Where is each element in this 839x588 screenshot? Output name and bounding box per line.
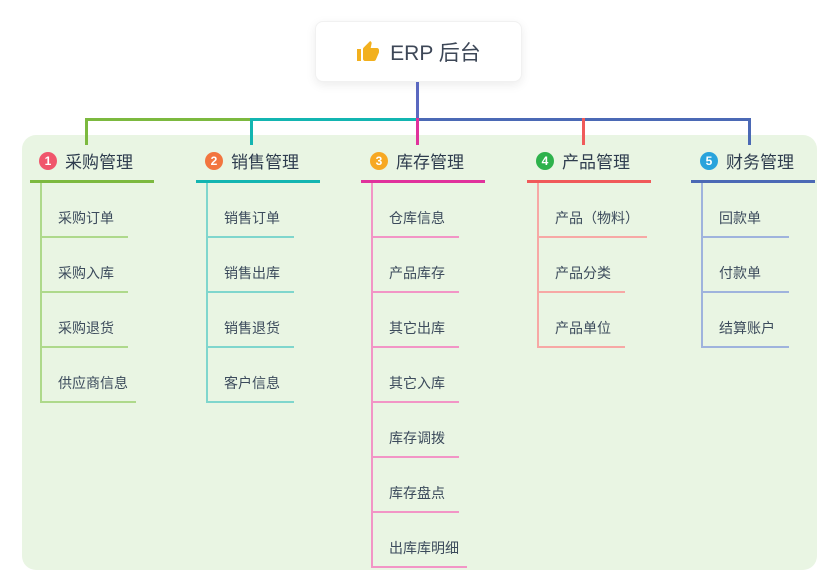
- branch-children: 采购订单 采购入库 采购退货 供应商信息: [30, 183, 154, 403]
- branch-number-badge: 1: [39, 151, 57, 170]
- node-item[interactable]: 库存盘点: [361, 458, 485, 513]
- node-item[interactable]: 销售出库: [196, 238, 320, 293]
- branch-trunk-line: [40, 183, 42, 403]
- branch-trunk-line: [206, 183, 208, 403]
- branch-header-inventory[interactable]: 3 库存管理: [361, 148, 485, 180]
- node-item[interactable]: 产品库存: [361, 238, 485, 293]
- branch-underline: [527, 180, 651, 183]
- branch-label: 财务管理: [726, 153, 794, 172]
- branch-label: 销售管理: [231, 153, 299, 172]
- root-connector-line: [416, 82, 419, 120]
- node-item[interactable]: 产品单位: [527, 293, 651, 348]
- branch-children: 仓库信息 产品库存 其它出库 其它入库 库存调拨 库存盘点 出库库明细: [361, 183, 485, 568]
- node-item[interactable]: 结算账户: [691, 293, 815, 348]
- branch-label: 库存管理: [396, 153, 464, 172]
- node-item[interactable]: 产品（物料）: [527, 183, 651, 238]
- node-item[interactable]: 其它出库: [361, 293, 485, 348]
- branch-number-badge: 2: [205, 151, 223, 170]
- node-item[interactable]: 回款单: [691, 183, 815, 238]
- node-item[interactable]: 采购订单: [30, 183, 154, 238]
- branch-header-purchase[interactable]: 1 采购管理: [30, 148, 154, 180]
- branch-drop-1: [85, 118, 88, 145]
- branch-product: 4 产品管理 产品（物料） 产品分类 产品单位: [527, 148, 651, 348]
- branch-finance: 5 财务管理 回款单 付款单 结算账户: [691, 148, 815, 348]
- branch-purchase: 1 采购管理 采购订单 采购入库 采购退货 供应商信息: [30, 148, 154, 403]
- branch-children: 产品（物料） 产品分类 产品单位: [527, 183, 651, 348]
- branch-header-sales[interactable]: 2 销售管理: [196, 148, 320, 180]
- node-item[interactable]: 供应商信息: [30, 348, 154, 403]
- node-item[interactable]: 采购入库: [30, 238, 154, 293]
- branch-drop-3: [416, 118, 419, 145]
- branch-underline: [30, 180, 154, 183]
- branch-header-product[interactable]: 4 产品管理: [527, 148, 651, 180]
- branch-number-badge: 4: [536, 151, 554, 170]
- node-item[interactable]: 付款单: [691, 238, 815, 293]
- branch-trunk-line: [537, 183, 539, 348]
- branch-drop-2: [250, 118, 253, 145]
- branch-trunk-line: [371, 183, 373, 568]
- branch-number-badge: 5: [700, 151, 718, 170]
- node-item[interactable]: 其它入库: [361, 348, 485, 403]
- branch-underline: [196, 180, 320, 183]
- branch-label: 产品管理: [562, 153, 630, 172]
- branch-trunk-line: [701, 183, 703, 348]
- bus-segment-2: [250, 118, 418, 121]
- node-item[interactable]: 销售退货: [196, 293, 320, 348]
- node-item[interactable]: 仓库信息: [361, 183, 485, 238]
- node-item[interactable]: 库存调拨: [361, 403, 485, 458]
- branch-header-finance[interactable]: 5 财务管理: [691, 148, 815, 180]
- branch-underline: [691, 180, 815, 183]
- branch-label: 采购管理: [65, 153, 133, 172]
- branches-background-panel: [22, 135, 817, 570]
- branch-number-badge: 3: [370, 151, 388, 170]
- thumbs-up-icon: [356, 40, 380, 64]
- branch-drop-4: [582, 118, 585, 145]
- branch-underline: [361, 180, 485, 183]
- branch-children: 回款单 付款单 结算账户: [691, 183, 815, 348]
- node-item[interactable]: 出库库明细: [361, 513, 485, 568]
- branch-drop-5: [748, 118, 751, 145]
- root-title: ERP 后台: [390, 41, 481, 65]
- branch-children: 销售订单 销售出库 销售退货 客户信息: [196, 183, 320, 403]
- node-item[interactable]: 采购退货: [30, 293, 154, 348]
- node-item[interactable]: 客户信息: [196, 348, 320, 403]
- node-item[interactable]: 产品分类: [527, 238, 651, 293]
- node-item[interactable]: 销售订单: [196, 183, 320, 238]
- branch-inventory: 3 库存管理 仓库信息 产品库存 其它出库 其它入库 库存调拨 库存盘点 出库库…: [361, 148, 485, 568]
- branch-sales: 2 销售管理 销售订单 销售出库 销售退货 客户信息: [196, 148, 320, 403]
- bus-segment-1: [85, 118, 250, 121]
- root-node[interactable]: ERP 后台: [315, 21, 522, 82]
